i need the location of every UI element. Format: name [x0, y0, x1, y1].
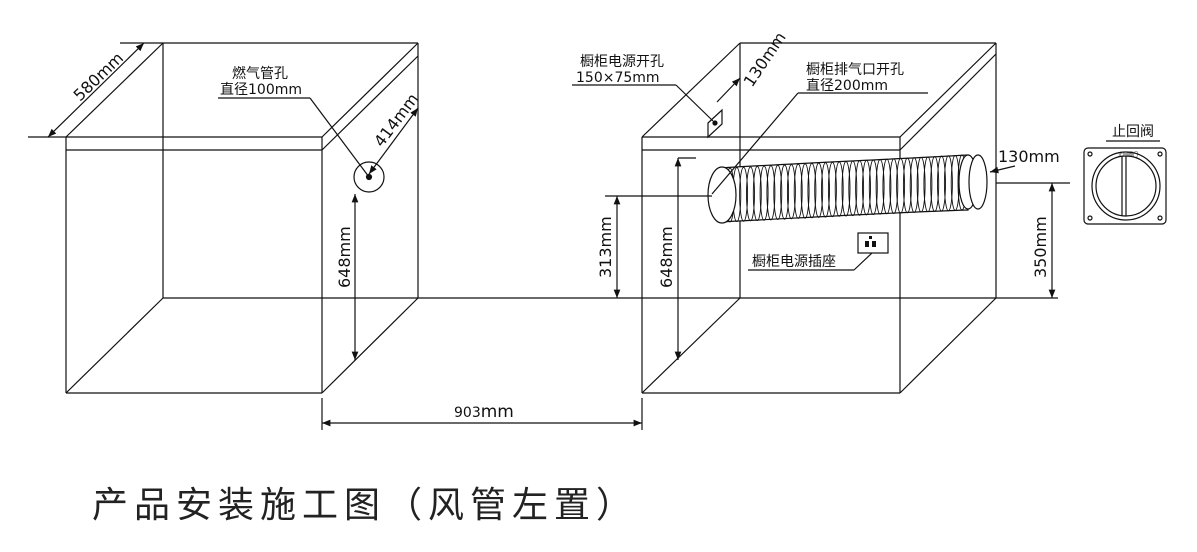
duct-corrugation-ring [896, 157, 906, 214]
duct-corrugation-ring [821, 162, 830, 218]
power-hole-size: 150×75mm [576, 70, 660, 86]
dim-left-height: 648mm [335, 226, 354, 288]
duct-corrugation-ring [902, 157, 912, 214]
duct-corrugation-ring [868, 159, 878, 216]
power-hole [572, 84, 723, 139]
power-socket [748, 232, 889, 271]
duct-corrugation-ring [923, 156, 933, 213]
diagram-title: 产品安装施工图（风管左置） [92, 485, 639, 526]
dim-gap-unit: mm [481, 402, 514, 422]
dim-gap-value: 903 [454, 405, 481, 421]
duct-corrugation-ring [739, 166, 749, 222]
duct-corrugation-ring [841, 161, 851, 217]
dim-right-height: 648mm [657, 226, 676, 288]
dim-gas-offset: 414mm [370, 90, 422, 151]
duct-corrugation-ring [937, 155, 946, 212]
duct-corrugation-ring [786, 164, 796, 220]
duct-corrugation-ring [746, 166, 755, 222]
check-valve-icon [1083, 140, 1167, 225]
duct-corrugation-ring [780, 164, 790, 220]
duct-corrugation-ring [943, 155, 953, 212]
dim-duct-offset: 130mm [998, 147, 1060, 166]
exhaust-leader [711, 92, 799, 195]
duct-corrugation-ring [759, 165, 769, 221]
dim-valve-height: 350mm [1031, 216, 1050, 278]
dimension-lines [28, 42, 1070, 430]
duct-corrugation-ring [882, 158, 892, 215]
duct-corrugation-ring [752, 165, 762, 222]
duct-corrugation-ring [848, 160, 858, 217]
left-cabinet [65, 42, 419, 394]
duct-corrugation-ring [807, 162, 817, 219]
duct-corrugation-ring [862, 159, 871, 216]
duct-corrugation-ring [834, 161, 844, 217]
duct-corrugation-ring [814, 162, 824, 218]
power-hole-title: 橱柜电源开孔 [580, 54, 664, 70]
right-cabinet [641, 42, 997, 394]
socket-label: 橱柜电源插座 [752, 254, 836, 270]
duct-corrugation-ring [889, 158, 899, 215]
gas-hole-diameter: 直径100mm [220, 81, 302, 98]
duct-corrugation-ring [909, 157, 919, 213]
gas-hole [218, 97, 385, 193]
duct-corrugation-ring [875, 159, 885, 215]
duct-corrugation-ring [773, 164, 783, 220]
gas-hole-title: 燃气管孔 [232, 65, 288, 82]
duct-corrugation-ring [930, 156, 940, 212]
duct-corrugation-ring [855, 160, 865, 216]
exhaust-duct [707, 154, 988, 224]
duct-corrugation-ring [800, 163, 810, 219]
exhaust-diameter: 直径200mm [806, 77, 888, 94]
duct-corrugation-ring [827, 161, 837, 218]
check-valve-label: 止回阀 [1112, 124, 1154, 140]
dim-depth: 580mm [70, 48, 128, 105]
exhaust-title: 橱柜排气口开孔 [806, 62, 904, 78]
dim-exhaust-height: 313mm [596, 216, 615, 278]
duct-corrugation-ring [916, 156, 926, 213]
duct-corrugation-ring [766, 165, 776, 221]
dim-gap: 903mm [454, 402, 514, 422]
valve-tiny-text: 止回阀门 [1118, 151, 1138, 158]
duct-corrugation-ring [793, 163, 803, 219]
dim-power-offset: 130mm [740, 28, 790, 90]
